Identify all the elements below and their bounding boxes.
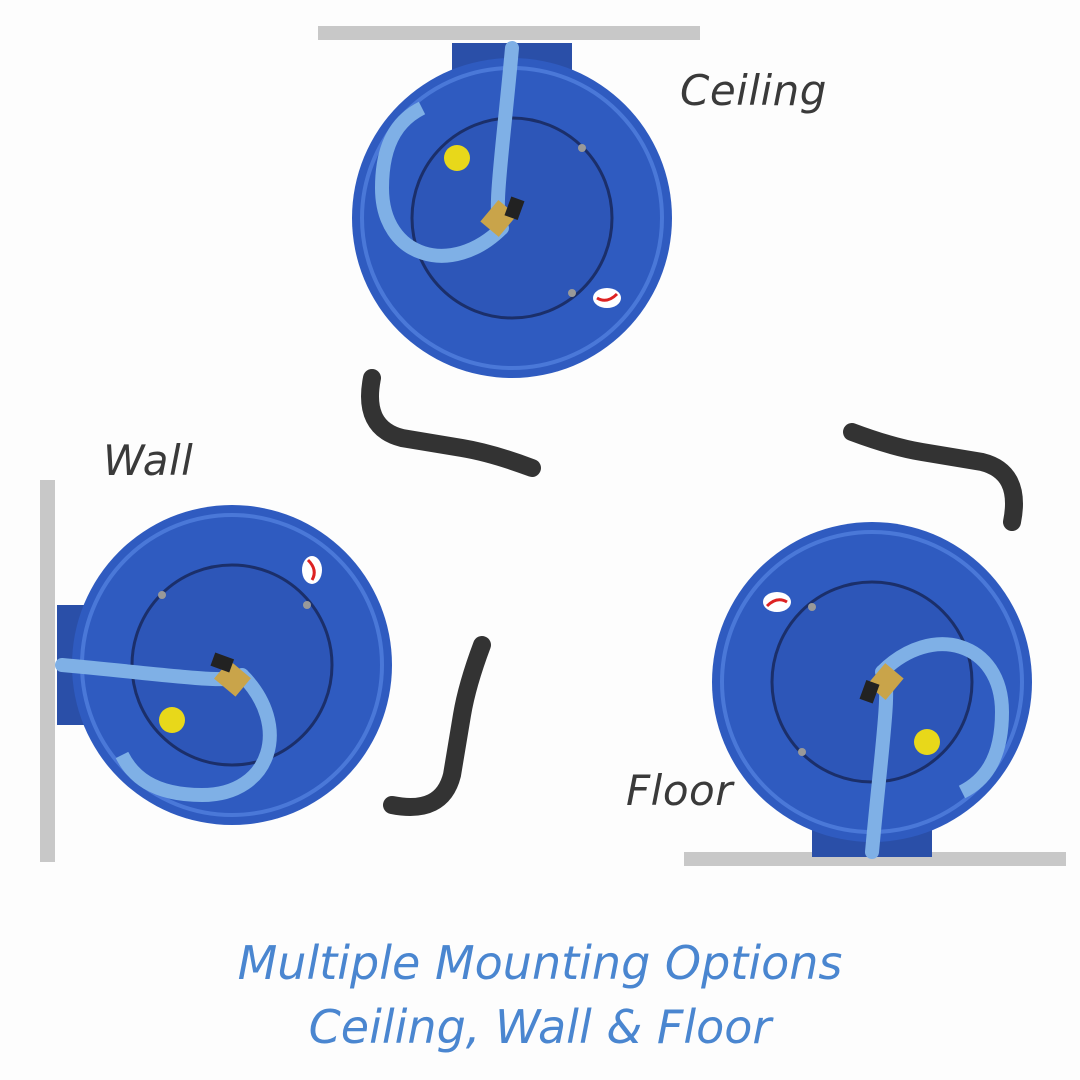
- wall-label: Wall: [103, 436, 194, 485]
- caption-line-2: Ceiling, Wall & Floor: [308, 1000, 772, 1054]
- wall-surface: [40, 480, 55, 862]
- caption-line-1: Multiple Mounting Options: [237, 936, 843, 990]
- ceiling-label: Ceiling: [680, 66, 827, 115]
- floor-label: Floor: [626, 766, 733, 815]
- floor-reel: [712, 423, 1032, 857]
- ceiling-surface: [318, 26, 700, 40]
- floor-surface: [684, 852, 1066, 866]
- ceiling-reel: [352, 43, 672, 477]
- wall-reel: [57, 505, 491, 825]
